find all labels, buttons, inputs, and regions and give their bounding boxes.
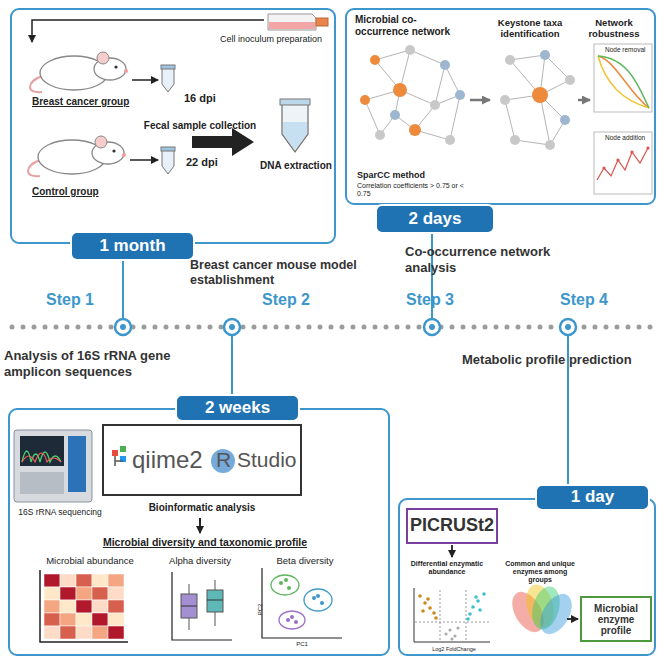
step-label: Step 3 [406,290,476,309]
flask [268,14,328,30]
node-text: Alpha diversity [155,556,245,567]
node-text: Common and unique enzymes among groups [500,560,580,584]
node-text: Microbial co-occurrence network [355,14,467,37]
duration-tab: 2 weeks [175,394,300,422]
node-text: Node removal [605,46,651,53]
step-panel: Differential enzymatic abundance Common a… [398,498,656,656]
node-text: Cell inoculum preparation [220,34,338,44]
network [505,55,570,145]
qiime-logo [112,446,126,466]
node-text: Node addition [605,134,651,141]
mouse [30,52,128,92]
step-panel: Cell inoculum preparationBreast cancer g… [10,8,336,244]
node-text: Fecal sample collection [135,120,265,132]
robustness-plot [594,44,652,194]
pca-plot [262,568,342,638]
dna-tube [280,99,310,152]
duration-tab: 2 days [375,204,495,234]
boxplot [172,572,232,640]
node-text: Beta diversity [260,556,350,567]
process-box: PICRUSt2 [406,508,498,544]
node-text: Control group [32,186,152,198]
step-panel: 16S rRNA sequencing Bioinformatic analysi… [8,408,390,656]
node-text: 16S rRNA sequencing [16,508,104,518]
step-markers [115,319,576,335]
volcano-plot [414,588,490,642]
duration-tab: 1 day [535,484,650,511]
arrow [578,99,590,102]
timeline [12,325,652,330]
node-text: Network robustness [577,18,651,40]
node-text: R Studio [216,448,302,472]
network-nodes [500,50,575,150]
duration-text: 2 weeks [205,399,270,418]
stage-label: Analysis of 16S rRNA gene amplicon seque… [4,348,214,379]
duration-text: 1 day [571,488,614,507]
duration-tab: 1 month [70,231,195,261]
stage-label: Breast cancer mouse model establishment [190,258,372,288]
arrow [451,545,453,557]
step-label: Step 2 [262,290,332,309]
sample-tube [161,65,175,174]
mouse [28,136,126,176]
node-text: Breast cancer group [32,96,152,108]
arrow [567,618,578,620]
node-text: Microbial diversity and taxonomic profil… [90,536,320,548]
node-text: 22 dpi [186,156,236,169]
node-text: Differential enzymatic abundance [408,560,486,576]
node-text: qiime2 [132,446,212,474]
stage-label: Metabolic profile prediction [462,352,660,368]
sequencer [14,430,92,502]
arrow [130,159,158,161]
big-arrow [192,128,254,156]
node-text: Log2 FoldChange [424,646,484,652]
node-text: Bioinformatic analysis [122,502,282,514]
duration-text: 2 days [409,210,462,229]
node-text: Keystone taxa identification [487,18,573,40]
node-text: PC2 [257,599,264,619]
network-nodes [360,45,465,145]
arrow [132,79,158,81]
heatmap [40,570,128,642]
node-text: PICRUSt2 [410,516,494,536]
step-label: Step 4 [560,290,630,309]
node-text: PC1 [292,641,312,648]
arrow [199,518,201,533]
node-text: 16 dpi [184,92,234,105]
step-label: Step 1 [46,290,116,309]
node-text: Correlation coefficients > 0.75 or < 0.7… [357,182,467,198]
node-text: DNA extraction [260,160,336,172]
stage-label: Co-occurrence network analysis [405,244,575,275]
software-box: qiime2R Studio [102,424,302,496]
step-panel: Microbial co-occurrence network Keystone … [345,8,656,205]
venn-diagram [506,581,579,639]
arrow [470,99,490,102]
duration-text: 1 month [99,237,165,256]
network [365,50,460,140]
node-text: SparCC method [357,170,477,180]
process-box: Microbial enzyme profile [580,596,652,642]
node-text: Microbial abundance [32,556,148,567]
node-text: Microbial enzyme profile [582,603,650,636]
